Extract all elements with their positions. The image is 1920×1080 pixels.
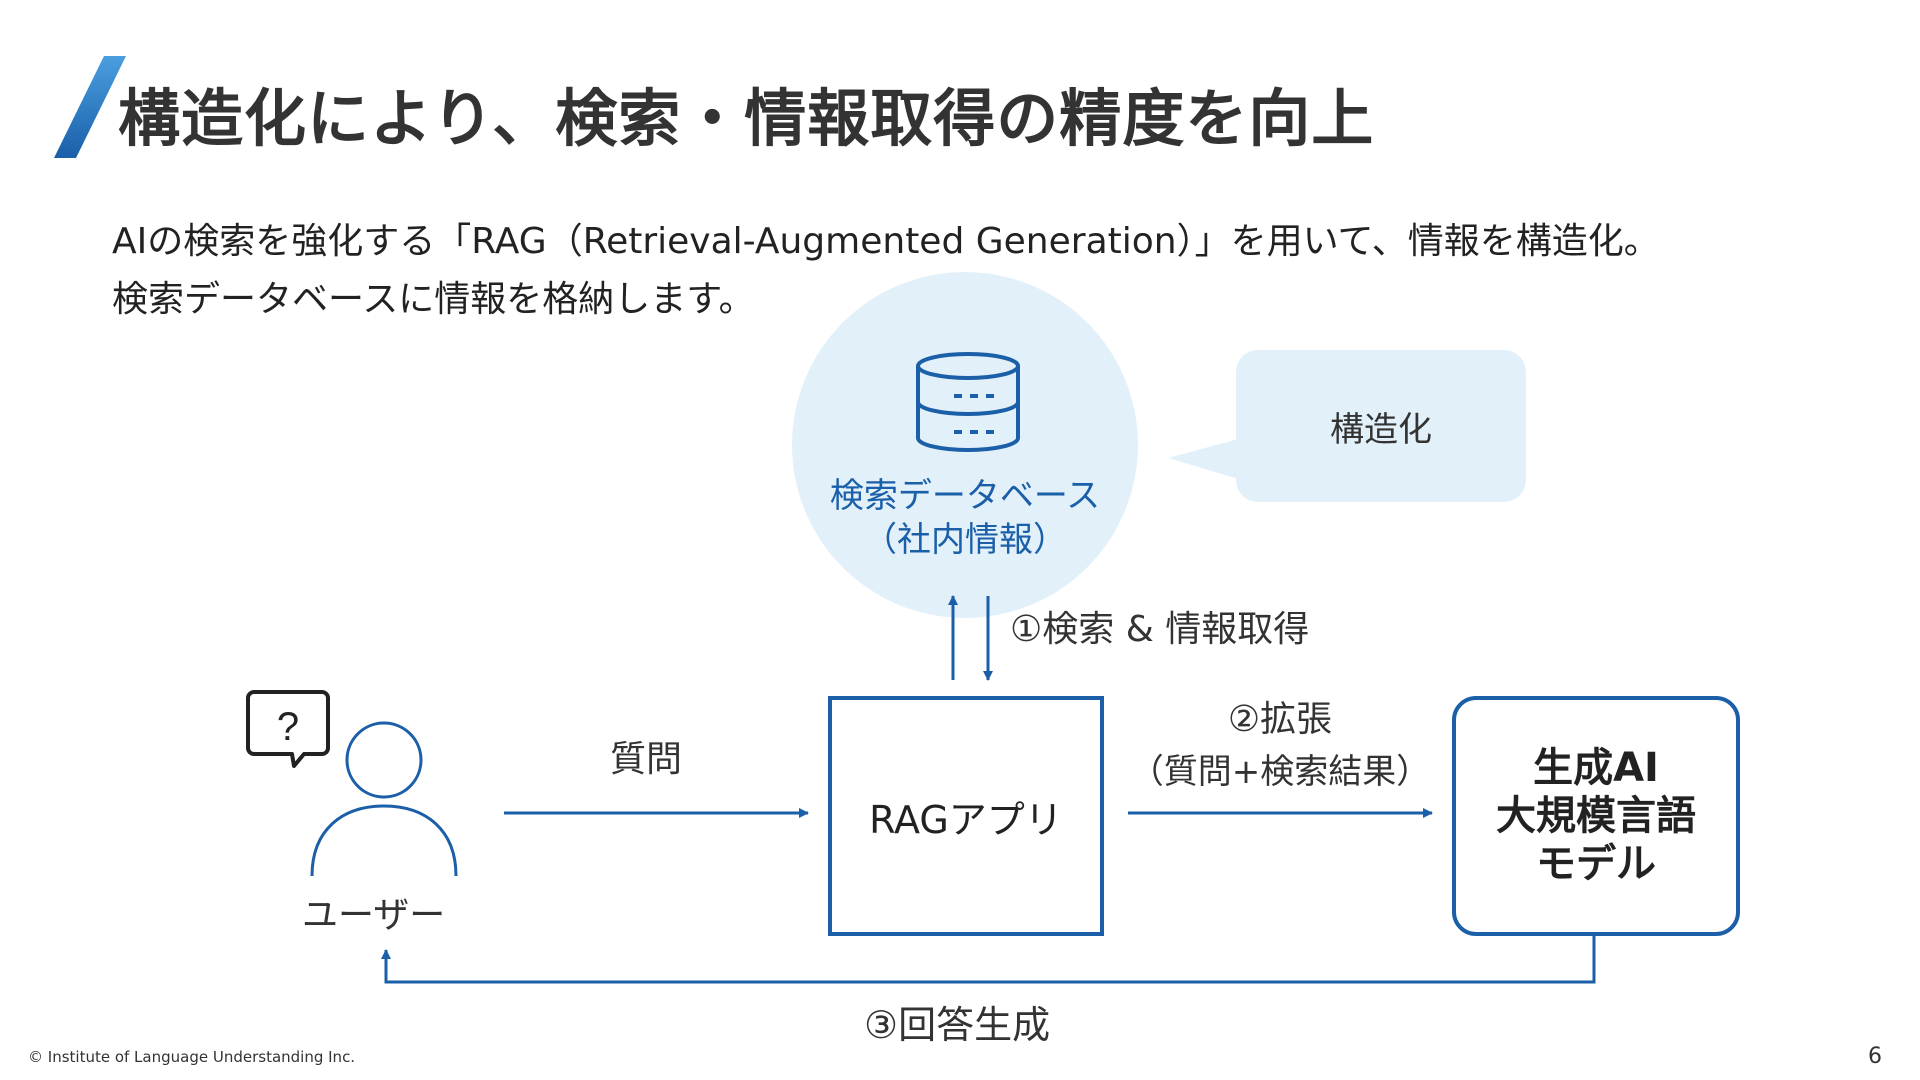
intro-line-1: AIの検索を強化する「RAG（Retrieval-Augmented Gener… xyxy=(112,221,1660,262)
structuring-bubble: 構造化 xyxy=(1236,350,1526,502)
question-bubble-icon: ? xyxy=(246,690,330,768)
user-icon xyxy=(310,721,458,877)
arrow-llm-to-user xyxy=(381,934,1596,984)
llm-label-line-2: 大規模言語 xyxy=(1496,793,1696,839)
step3-label: ③回答生成 xyxy=(864,1003,1051,1047)
llm-label-line-3: モデル xyxy=(1536,841,1656,887)
llm-label-line-1: 生成AI xyxy=(1533,745,1659,791)
step1-label: ①検索 & 情報取得 xyxy=(1010,609,1310,650)
step2-detail-label: （質問+検索結果） xyxy=(1129,752,1431,792)
llm-box: 生成AI 大規模言語 モデル xyxy=(1452,696,1740,936)
slide-title: 構造化により、検索・情報取得の精度を向上 xyxy=(118,82,1375,155)
question-label: 質問 xyxy=(610,739,683,780)
step2-label: ②拡張 xyxy=(1227,699,1333,740)
rag-app-box: RAGアプリ xyxy=(828,696,1104,936)
database-label-line-2: （社内情報） xyxy=(863,520,1067,560)
database-circle xyxy=(792,272,1138,618)
question-mark: ? xyxy=(277,705,299,749)
database-icon xyxy=(916,352,1020,452)
footer-copyright: © Institute of Language Understanding In… xyxy=(28,1048,356,1066)
title-accent-slash xyxy=(54,56,126,158)
intro-line-2: 検索データベースに情報を格納します。 xyxy=(112,279,755,320)
rag-app-label: RAGアプリ xyxy=(869,797,1063,842)
page-number: 6 xyxy=(1868,1044,1882,1069)
database-label-line-1: 検索データベース xyxy=(829,476,1101,516)
user-label: ユーザー xyxy=(302,895,446,936)
